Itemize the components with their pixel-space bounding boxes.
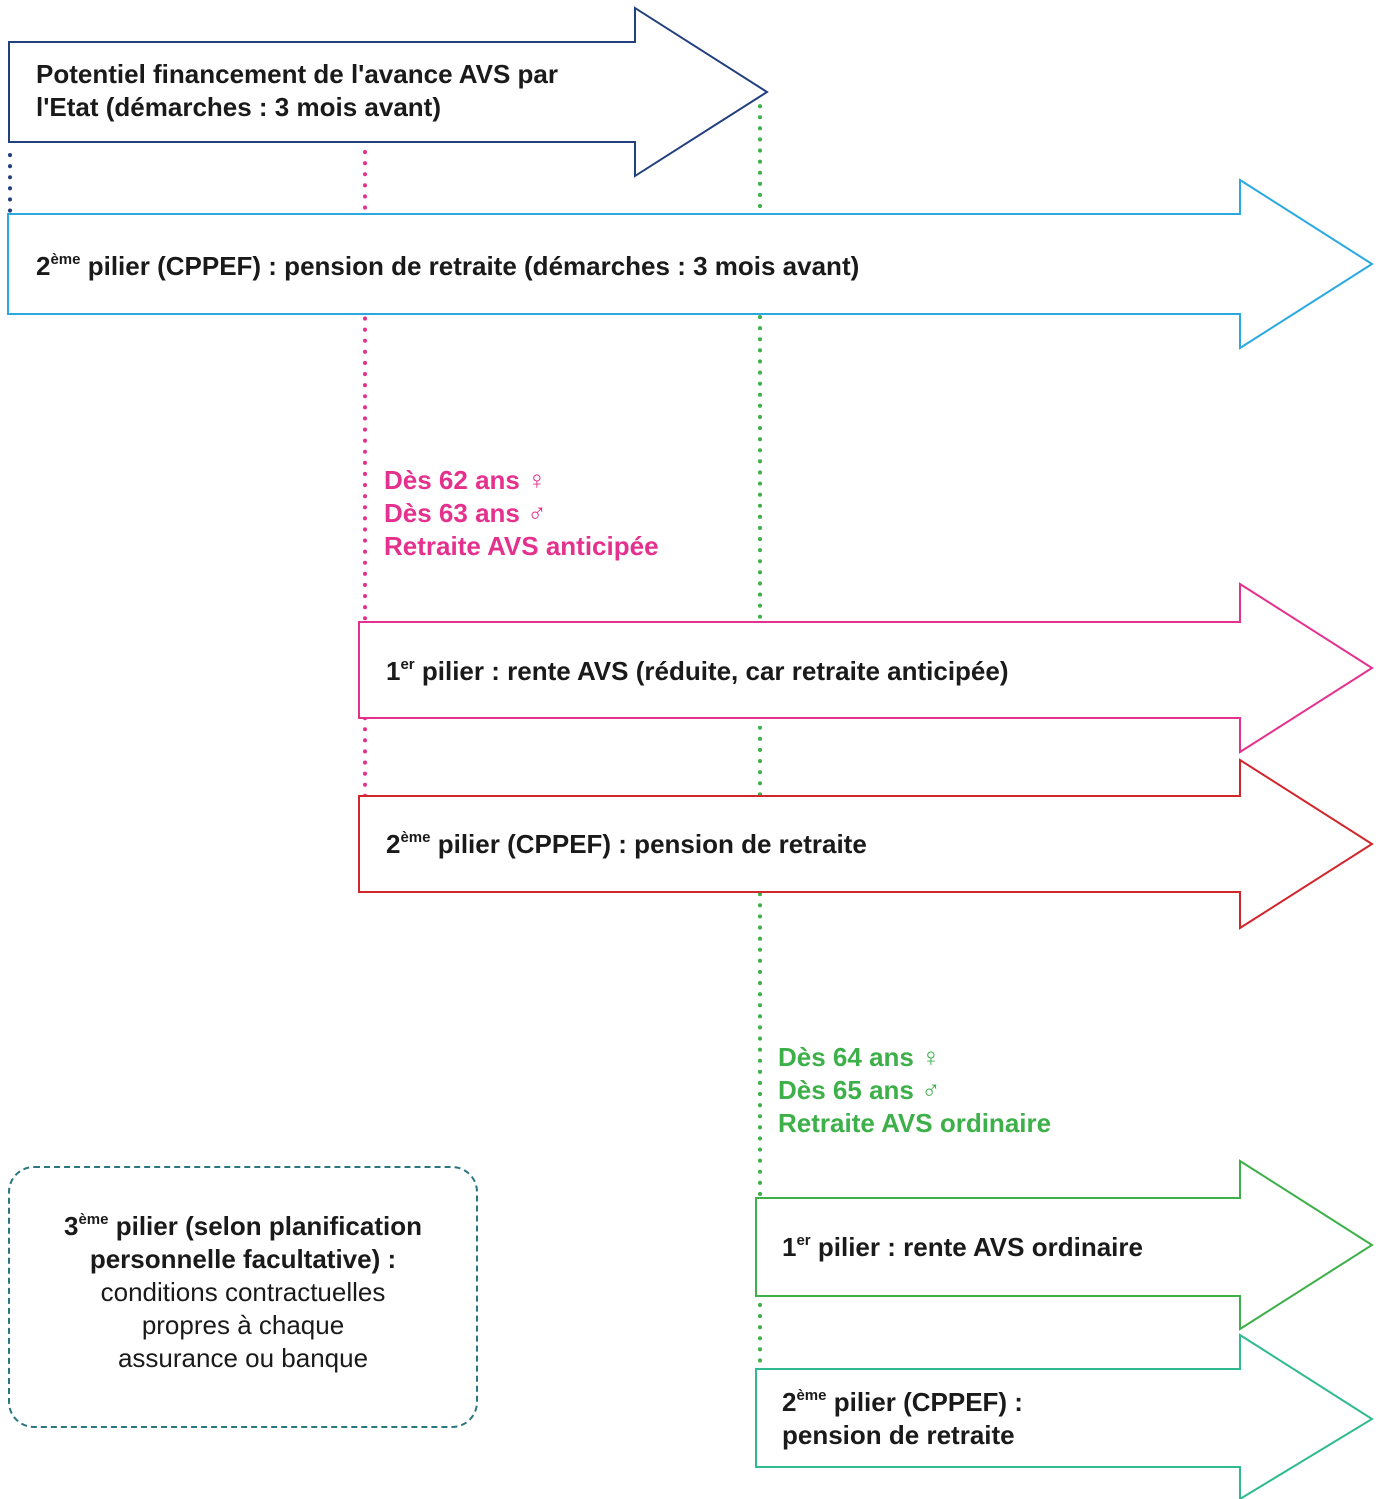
ordinary-women-age: Dès 64 ans [778, 1042, 914, 1072]
third-pillar-line1: 3ème pilier (selon planification [8, 1210, 478, 1243]
third-pillar-line2: personnelle facultative) : [89, 1244, 397, 1274]
ordinary-men-row: Dès 65 ans ♂ [778, 1074, 1051, 1107]
arrow-pillar2-anticipated [358, 758, 1374, 930]
third-pillar-box [8, 1166, 478, 1428]
anticipated-women-row: Dès 62 ans ♀ [384, 464, 659, 497]
pillar2-ordinary-num: 2 [782, 1387, 797, 1417]
pillar1-ordinary-text: pilier : rente AVS ordinaire [810, 1232, 1143, 1262]
third-pillar-sup: ème [78, 1211, 109, 1228]
pillar2-top-label: 2ème pilier (CPPEF) : pension de retrait… [36, 250, 859, 283]
pillar2-ordinary-text: pilier (CPPEF) : [826, 1387, 1023, 1417]
ordinary-title: Retraite AVS ordinaire [778, 1108, 1052, 1138]
avance-avs-line2: l'Etat (démarches : 3 mois avant) [36, 92, 441, 122]
pillar2-anticipated-num: 2 [386, 829, 401, 859]
avance-avs-line1: Potentiel financement de l'avance AVS pa… [36, 59, 559, 89]
arrow-pillar1-ordinary [755, 1159, 1374, 1331]
anticipated-men-age: Dès 63 ans [384, 498, 520, 528]
ordinary-retirement-label: Dès 64 ans ♀ Dès 65 ans ♂ Retraite AVS o… [778, 1041, 1051, 1140]
pillar2-ordinary-line2: pension de retraite [782, 1420, 1015, 1450]
pillar2-ordinary-line1: 2ème pilier (CPPEF) : [782, 1386, 1023, 1419]
anticipated-women-age: Dès 62 ans [384, 465, 520, 495]
pillar1-ordinary-num: 1 [782, 1232, 797, 1262]
third-pillar-num: 3 [64, 1211, 79, 1241]
pillar2-top-num: 2 [36, 251, 51, 281]
third-pillar-bold1: pilier (selon planification [108, 1211, 422, 1241]
pillar1-anticipated-text: pilier : rente AVS (réduite, car retrait… [414, 656, 1009, 686]
third-pillar-line4: propres à chaque [141, 1310, 345, 1340]
female-symbol-icon: ♀ [921, 1042, 941, 1072]
avance-avs-label: Potentiel financement de l'avance AVS pa… [36, 58, 558, 124]
pillar2-ordinary-sup: ème [796, 1387, 827, 1404]
third-pillar-line3: conditions contractuelles [100, 1277, 386, 1307]
pillar2-anticipated-sup: ème [400, 829, 431, 846]
pillar2-top-text: pilier (CPPEF) : pension de retraite (dé… [80, 251, 860, 281]
anticipated-retirement-label: Dès 62 ans ♀ Dès 63 ans ♂ Retraite AVS a… [384, 464, 659, 563]
anticipated-men-row: Dès 63 ans ♂ [384, 497, 659, 530]
pillar1-ordinary-sup: er [796, 1232, 811, 1249]
anticipated-title: Retraite AVS anticipée [384, 531, 659, 561]
pillar2-ordinary-label: 2ème pilier (CPPEF) : pension de retrait… [782, 1386, 1023, 1452]
female-symbol-icon: ♀ [527, 465, 547, 495]
ordinary-women-row: Dès 64 ans ♀ [778, 1041, 1051, 1074]
pillar1-anticipated-label: 1er pilier : rente AVS (réduite, car ret… [386, 655, 1009, 688]
pillar1-ordinary-label: 1er pilier : rente AVS ordinaire [782, 1231, 1143, 1264]
pillar2-anticipated-label: 2ème pilier (CPPEF) : pension de retrait… [386, 828, 867, 861]
pillar1-anticipated-num: 1 [386, 656, 401, 686]
male-symbol-icon: ♂ [527, 498, 547, 528]
arrow-pillar2-ordinary [755, 1333, 1374, 1499]
pillar2-anticipated-text: pilier (CPPEF) : pension de retraite [430, 829, 867, 859]
ordinary-men-age: Dès 65 ans [778, 1075, 914, 1105]
pillar1-anticipated-sup: er [400, 656, 415, 673]
arrow-avance-avs [8, 6, 769, 178]
pillar2-top-sup: ème [50, 251, 81, 268]
arrow-pillar1-anticipated [358, 582, 1374, 754]
male-symbol-icon: ♂ [921, 1075, 941, 1105]
third-pillar-text: 3ème pilier (selon planification personn… [8, 1210, 478, 1375]
arrow-pillar2-top [7, 178, 1374, 350]
third-pillar-line5: assurance ou banque [117, 1343, 369, 1373]
